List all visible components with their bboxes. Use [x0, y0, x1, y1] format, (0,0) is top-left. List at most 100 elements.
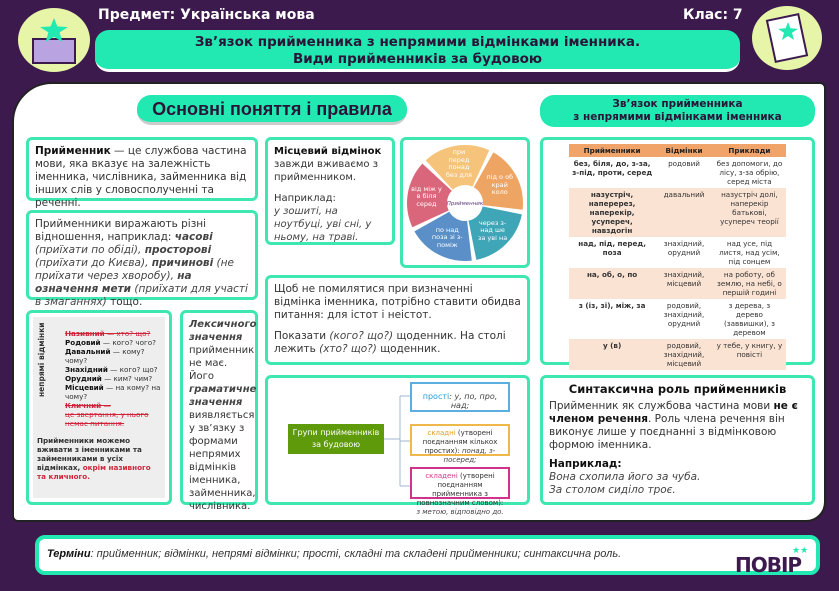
question-tip-box: Щоб не помилятися при визначенні відмінк…: [265, 275, 530, 365]
table-cell: над усе, під листя, над усім, під сонцем: [719, 239, 780, 266]
example-label: Наприклад:: [274, 193, 336, 204]
note-highlight: окрім називного та кличного.: [37, 463, 151, 481]
text: щоденник.: [376, 343, 441, 355]
table-cell: родовий, знахідний, орудний: [663, 301, 705, 328]
case-name: Знахідний: [65, 365, 108, 374]
text: прийменник не має. Його: [189, 345, 255, 382]
table-cell: без, біля, до, з-за, з-під, проти, серед: [572, 159, 653, 177]
label: складні: [427, 429, 456, 437]
text: . Роль члена речення він виконує лише у …: [549, 413, 785, 451]
term: на означення мети: [35, 270, 192, 295]
pie-segment-label: від між у в біля серед: [411, 184, 442, 208]
case-question: — хто? що?: [104, 329, 151, 338]
pie-segment: [407, 163, 452, 228]
pie-segment-label: через з-над ше за уві на: [477, 218, 508, 242]
terms-text: : прийменник; відмінки, непрямі відмінки…: [90, 548, 622, 560]
table-cell: родовий: [668, 159, 700, 168]
table-cell: давальний: [655, 188, 713, 237]
pie-segment: [468, 206, 522, 260]
pie-segment-label: по над поза зі з-поміж: [431, 225, 463, 249]
title-line-2: Види прийменників за будовою: [292, 51, 543, 67]
term: причинові: [151, 257, 214, 269]
label: прості: [422, 392, 450, 401]
definition-box: Прийменник — це службова частина мови, я…: [26, 137, 258, 209]
table-row: з (із, зі), між, за родовий, знахідний, о…: [569, 299, 786, 339]
prepositions-pie: Прийменник: [407, 144, 523, 261]
text: тощо.: [106, 296, 143, 308]
question: (кого? що?): [329, 330, 394, 342]
grade-label: Клас: 7: [683, 7, 743, 23]
table-cell: назустріч, наперерез, наперекір, усупере…: [569, 188, 656, 237]
example: з метою, відповідно до.: [416, 508, 504, 516]
term: граматичне значення: [189, 384, 257, 408]
table-cell: з (із, зі), між, за: [578, 301, 646, 310]
pie-segment-label: під о об край коло: [486, 173, 514, 197]
books-mascot-logo: [18, 8, 90, 72]
definition-term: Прийменник: [35, 145, 111, 157]
vocative-case: Кличний —: [65, 401, 111, 410]
table-cell: знахідний, орудний: [663, 239, 705, 257]
tip-example: Показати (кого? що?) щоденник. На столі …: [274, 330, 521, 356]
example: (приїхати по обіді),: [35, 244, 145, 256]
star-icon: ★★: [792, 546, 809, 556]
pie-center: [448, 186, 482, 220]
locative-box: Місцевий відмінок завжди вживаємо з прий…: [265, 137, 395, 245]
case-question: — кого? що?: [107, 365, 158, 374]
relations-box: Прийменники виражають різні відношення, …: [26, 210, 258, 308]
table-row: назустріч, наперерез, наперекір, усупере…: [569, 188, 786, 237]
example: (приїхати для участі в змаганнях): [35, 283, 248, 308]
table-cell: на, об, о, по: [569, 268, 656, 299]
text: виявляється у зв’язку з формами непрямих…: [189, 410, 256, 512]
example-label: Наприклад:: [549, 458, 622, 470]
example: понад, з-посеред;: [443, 447, 496, 464]
table-cell: родовий, знахідний, місцевий: [655, 339, 713, 370]
desc: (утворені поєднанням кількох простих):: [422, 429, 498, 455]
locative-text: завжди вживаємо з прийменником.: [274, 159, 379, 183]
section-title-line: з непрямими відмінками іменника: [573, 111, 782, 123]
desc: (утворені поєднанням прийменника з повно…: [416, 472, 504, 507]
cases-box: непрямі відмінки Називний — хто? що? Род…: [26, 310, 172, 505]
pie-segment: [425, 144, 490, 190]
terms-label: Терміни: [47, 548, 91, 560]
groups-root: Групи прийменників за будовою: [288, 424, 384, 454]
example: : у, по, про, над;: [449, 392, 498, 410]
table-cell: на роботу, об землю, на небі, о першій г…: [712, 268, 786, 299]
cases-note: Прийменники можемо вживати з іменниками …: [37, 436, 161, 481]
term: Лексичного значення: [189, 319, 257, 343]
clipboard-mascot-logo: [752, 6, 822, 70]
groups-diagram: Групи прийменників за будовою прості: у,…: [265, 375, 530, 516]
example: Вона схопила його за чуба.: [549, 471, 701, 483]
text: Показати: [274, 330, 330, 342]
subject-label: Предмет: Українська мова: [98, 7, 315, 23]
case-question: — на кому? на чому?: [65, 383, 161, 401]
pie-segment: [473, 152, 523, 210]
text: щоденник. На столі лежить: [274, 330, 506, 355]
composite-group: складені (утворені поєднанням прийменник…: [410, 467, 510, 516]
text: Прийменник як службова частина мови: [549, 400, 774, 412]
example: За столом сиділо троє.: [549, 484, 676, 496]
case-name: Давальний: [65, 347, 111, 356]
example: (приїхати до Києва),: [35, 257, 152, 269]
case-name: Місцевий: [65, 383, 104, 392]
section-title-relations: Зв’язок прийменника з непрямими відмінка…: [540, 95, 815, 127]
locative-title: Місцевий відмінок: [274, 146, 382, 157]
vocative-note: це звертання, у нього немає питання.: [65, 410, 149, 428]
text: Прийменники виражають різні відношення, …: [35, 218, 207, 243]
cases-list: Називний — хто? що? Родовий — кого? чого…: [65, 329, 161, 428]
title-line-1: Зв’язок прийменника з непрямими відмінка…: [194, 34, 641, 50]
case-question: — кому? чому?: [65, 347, 145, 365]
compound-group: складні (утворені поєднанням кількох про…: [410, 424, 510, 464]
terms-footer: Терміни: прийменник; відмінки, непрямі в…: [35, 535, 820, 575]
syntax-box: Синтаксична роль прийменників Прийменник…: [540, 375, 815, 505]
section-title-rules: Основні поняття і правила: [137, 95, 407, 125]
question: (хто? що?): [319, 343, 377, 355]
table-header: Приклади: [712, 144, 786, 157]
table-cell: без допомоги, до лісу, з-за обрію, серед…: [716, 159, 783, 186]
table-header: Прийменники: [569, 144, 656, 157]
syntax-title: Синтаксична роль прийменників: [568, 382, 787, 396]
table-cell: у (в): [569, 339, 656, 370]
